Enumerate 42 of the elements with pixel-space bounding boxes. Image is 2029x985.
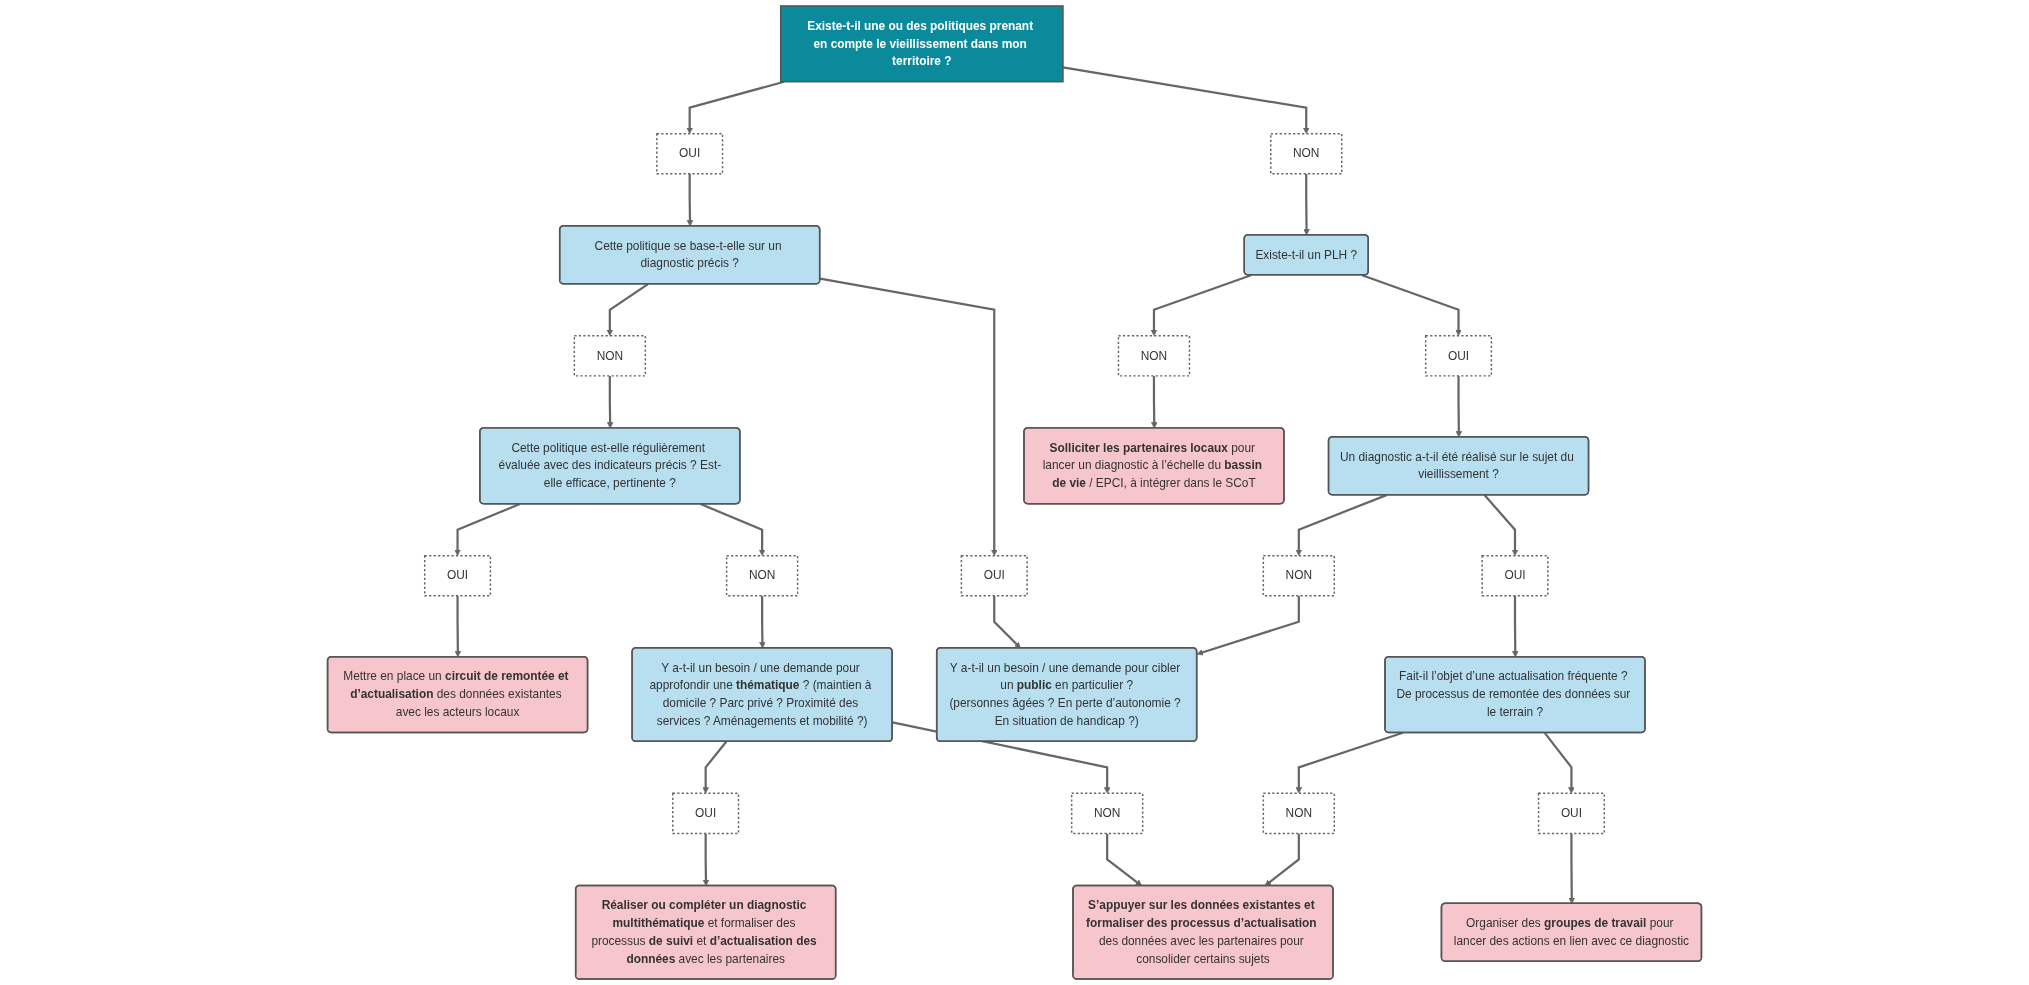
arrow [686, 173, 694, 227]
arrow [1062, 66, 1310, 134]
arrow [1150, 274, 1252, 337]
arrow [1568, 833, 1576, 904]
arrow [606, 283, 649, 337]
node-box: OUI [1537, 792, 1606, 835]
node-box: OUI [672, 792, 740, 835]
arrow [702, 741, 728, 794]
arrow [1295, 494, 1387, 556]
arrow [819, 277, 998, 556]
arrow [702, 833, 710, 887]
node-box: OUI [960, 554, 1028, 597]
arrow [1106, 833, 1143, 887]
arrow [1196, 595, 1300, 656]
arrow [993, 595, 1021, 649]
arrow [454, 502, 521, 556]
arrow [1295, 731, 1404, 794]
arrow [1151, 375, 1158, 429]
arrow [700, 503, 766, 556]
arrow [1543, 732, 1575, 794]
arrow [1455, 375, 1463, 438]
arrow [1303, 173, 1310, 236]
node-box: NON [725, 554, 799, 597]
node-box: OUI [423, 554, 492, 597]
node-box: NON [573, 335, 647, 377]
node-box: OUI [1481, 554, 1549, 597]
arrow [454, 595, 462, 658]
node-box: NON [1270, 132, 1343, 175]
node-box: NON [1262, 554, 1336, 597]
arrow [1361, 274, 1462, 337]
arrow [1264, 833, 1300, 887]
arrow [686, 80, 785, 134]
node-box: NON [1262, 792, 1336, 835]
arrow [606, 375, 614, 429]
arrow [1483, 494, 1519, 556]
arrow [1512, 595, 1519, 658]
node-box: OUI [1424, 335, 1493, 377]
arrow [759, 595, 766, 649]
node-box: Existe-t-il une ou des politiques prenant en compte le vieillissement dans mon territoire ? [779, 5, 1064, 83]
node-box: OUI [656, 132, 724, 175]
node-box: NON [1070, 792, 1144, 835]
node-box: NON [1117, 335, 1191, 377]
